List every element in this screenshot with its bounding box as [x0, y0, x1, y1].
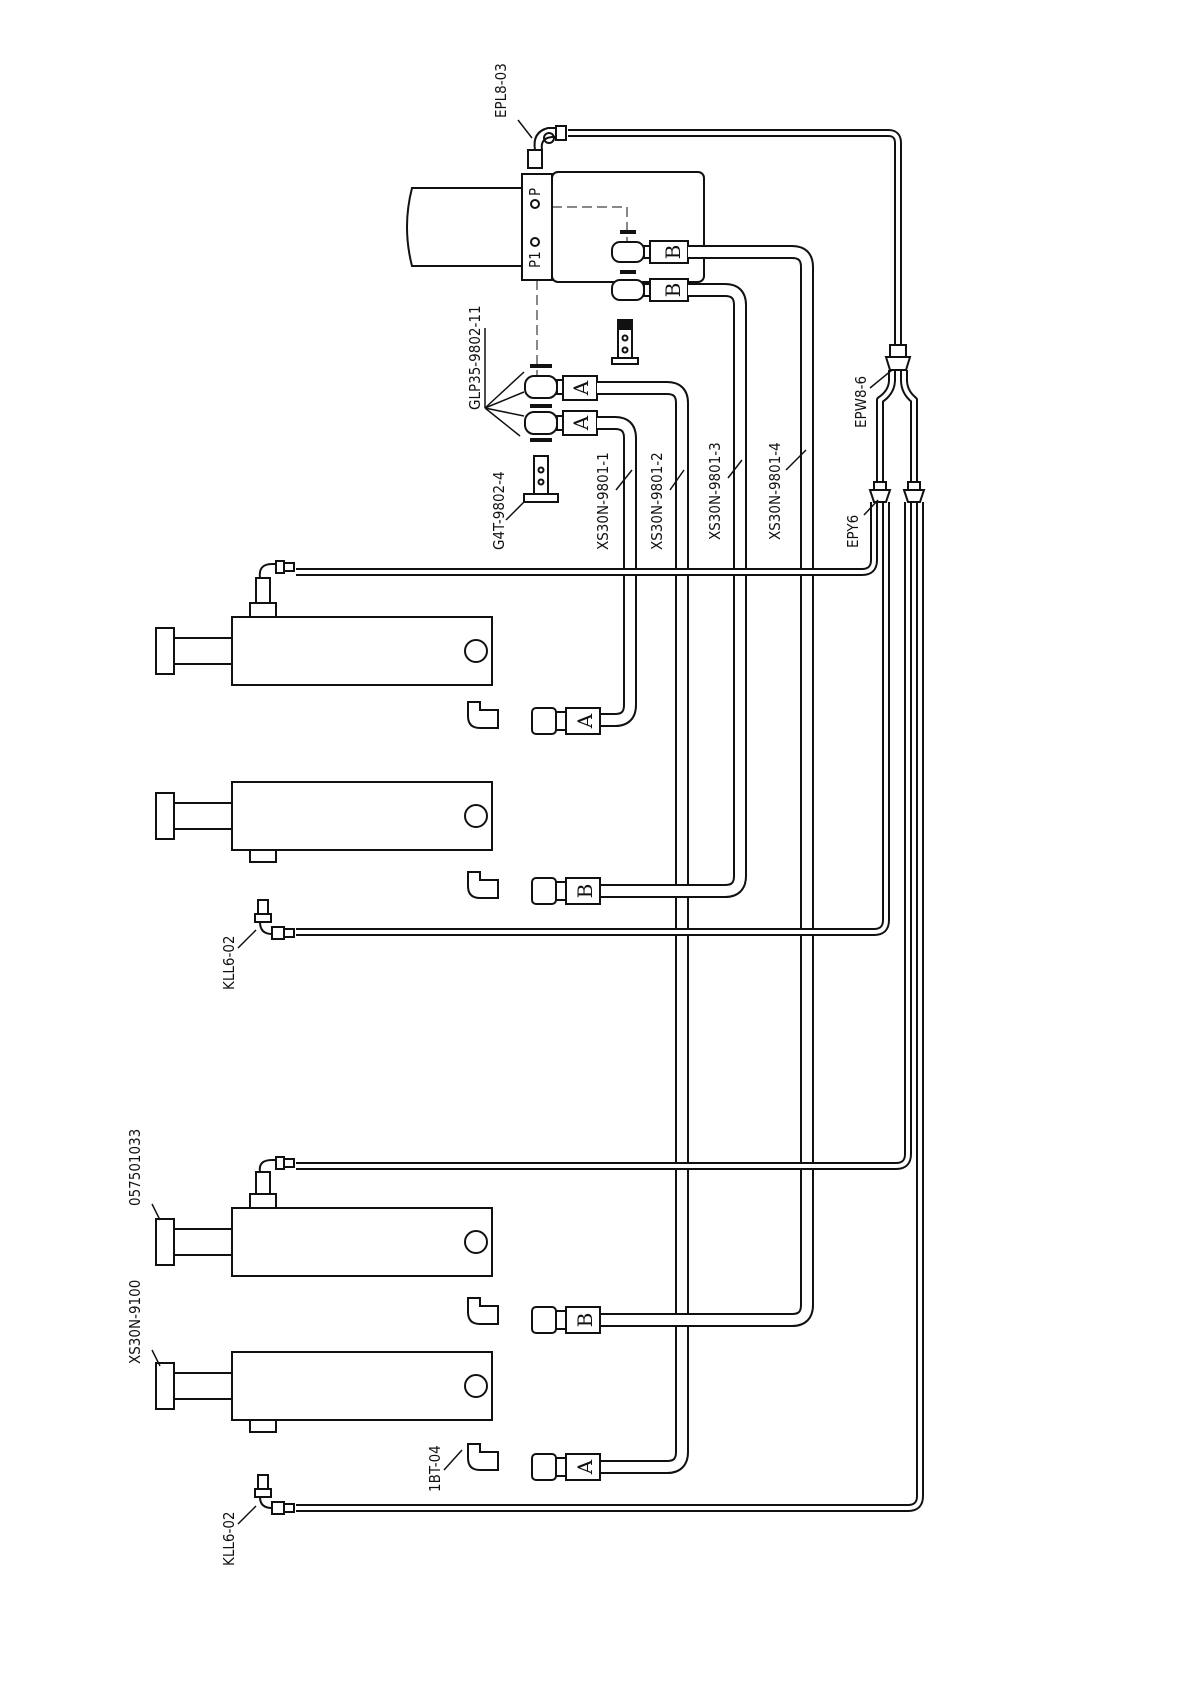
label-xs30n-9801-2: XS30N-9801-2: [648, 452, 666, 550]
label-epw8-6: EPW8-6: [852, 376, 870, 428]
label-xs30n-9801-3: XS30N-9801-3: [706, 442, 724, 540]
hose-end-b-cyl3: B: [468, 1298, 600, 1333]
hose-end-a-cyl4-label: A: [573, 1459, 597, 1475]
y-fitting-epy6-right: [904, 482, 924, 502]
hose-end-b-cyl2-label: B: [573, 884, 597, 899]
elbow-fitting-cyl1: [256, 561, 294, 603]
plug-fitting-a: [524, 456, 558, 502]
label-057501033: 057501033: [126, 1129, 144, 1206]
tee-fitting-epw8: [886, 345, 910, 370]
label-xs30n-9100: XS30N-9100: [126, 1280, 144, 1364]
label-xs30n-9801-4: XS30N-9801-4: [766, 442, 784, 540]
y-fitting-epy6-left: [870, 482, 890, 502]
label-kll6-02-upper: KLL6-02: [220, 936, 238, 991]
hose-end-a-cyl1: A: [468, 702, 600, 734]
cylinder-1: [156, 603, 492, 685]
label-epl8-03: EPL8-03: [492, 63, 510, 118]
connector-a-lower: A: [525, 406, 597, 440]
elbow-fitting-cyl3: [256, 1157, 294, 1194]
port-p-label: P: [526, 188, 544, 196]
label-glp35-9802-11: GLP35-9802-11: [466, 305, 484, 410]
hose-end-b-cyl2: B: [468, 872, 600, 904]
plug-fitting-unit: [612, 320, 638, 364]
port-b-lower-label: B: [661, 283, 685, 298]
connector-a-upper: A: [525, 366, 597, 400]
port-a-upper-label: A: [569, 380, 593, 396]
label-g4t-9802-4: G4T-9802-4: [490, 471, 508, 550]
cylinder-2: [156, 782, 492, 862]
label-xs30n-9801-1: XS30N-9801-1: [594, 452, 612, 550]
hose-end-b-cyl3-label: B: [573, 1313, 597, 1328]
elbow-fitting-epl8: [528, 126, 566, 168]
label-kll6-02-lower: KLL6-02: [220, 1512, 238, 1567]
hose-end-a-cyl1-label: A: [573, 713, 597, 729]
hose-end-a-cyl4: A: [468, 1444, 600, 1480]
hydraulic-hoses: [597, 252, 807, 1467]
port-p1-label: P1: [526, 251, 544, 268]
cylinder-4: [156, 1352, 492, 1432]
kll-fitting-upper: [255, 900, 294, 939]
label-1bt-04: 1BT-04: [426, 1445, 444, 1492]
cylinder-3: [156, 1194, 492, 1276]
power-unit: P P1: [407, 172, 704, 378]
label-epy6: EPY6: [844, 515, 862, 548]
kll-fitting-lower: [255, 1475, 294, 1514]
port-a-lower-label: A: [569, 415, 593, 431]
port-b-upper-label: B: [661, 245, 685, 260]
